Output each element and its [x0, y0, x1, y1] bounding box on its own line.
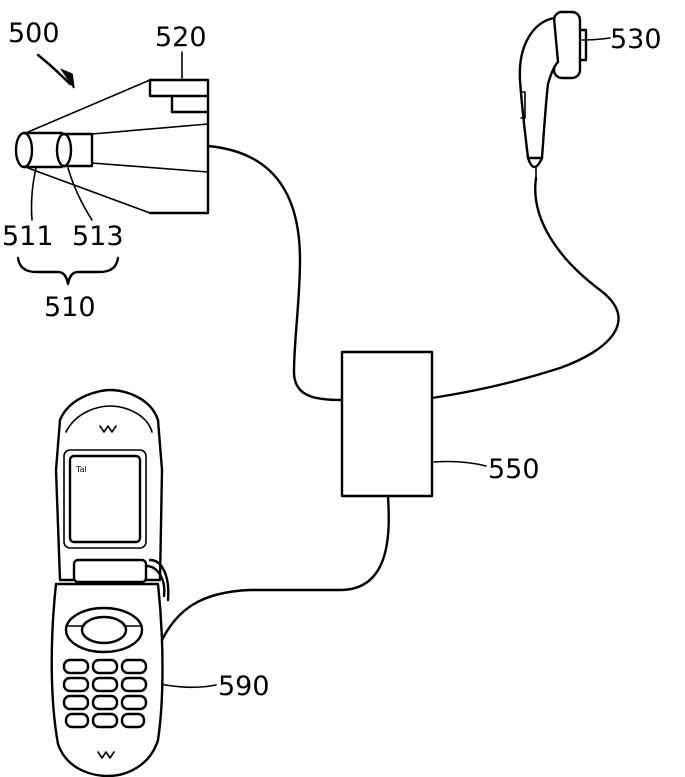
label-511: 511 [2, 221, 54, 252]
leader-590 [160, 684, 216, 687]
arrow-500 [38, 55, 74, 88]
label-590: 590 [218, 671, 270, 702]
lens-513 [57, 134, 71, 166]
earphone [520, 12, 586, 178]
label-530: 530 [610, 24, 662, 55]
label-500: 500 [8, 18, 60, 49]
lens-assembly [16, 133, 118, 284]
label-520: 520 [155, 22, 207, 53]
label-513: 513 [72, 221, 124, 252]
mobile-phone: Tal [52, 390, 169, 776]
lens-511-front [16, 133, 32, 167]
controller-box [342, 352, 432, 496]
view-cone [28, 80, 208, 213]
phone-screen-text: Tal [75, 465, 87, 474]
camera-housing [150, 80, 208, 213]
label-510: 510 [44, 292, 96, 323]
label-550: 550 [488, 454, 540, 485]
leader-550 [434, 462, 486, 467]
